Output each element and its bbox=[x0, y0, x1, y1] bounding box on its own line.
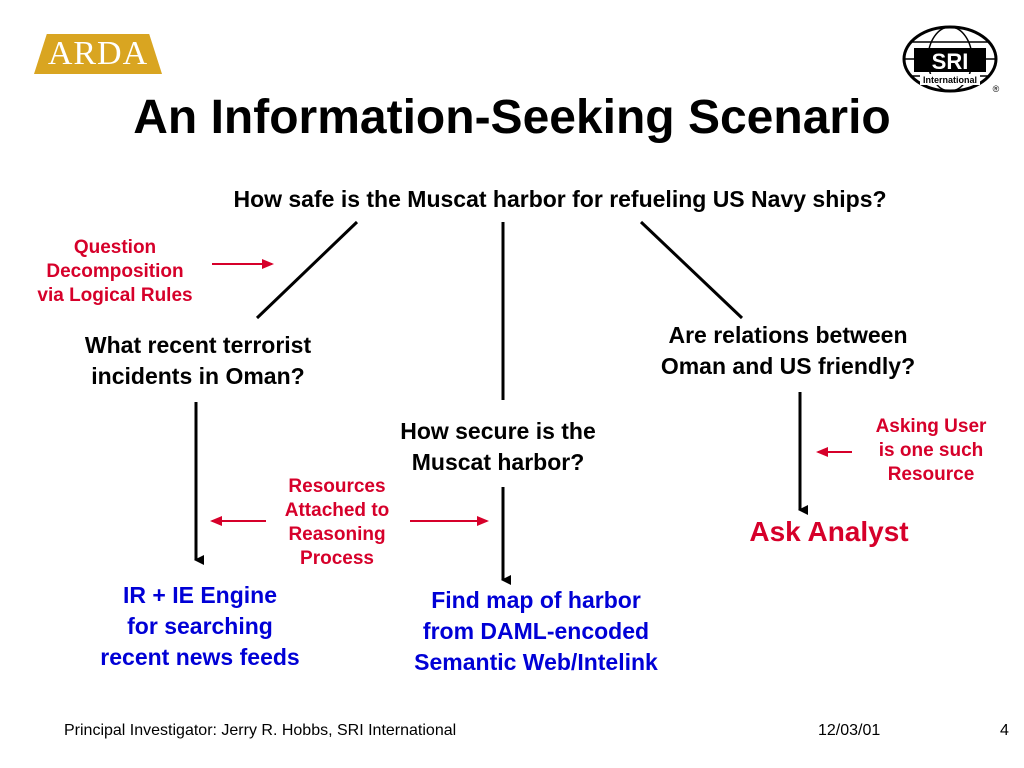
resource-line: Semantic Web/Intelink bbox=[414, 649, 658, 675]
subquestion-line: How secure is the bbox=[400, 418, 596, 444]
annotation-line: Decomposition bbox=[46, 261, 184, 282]
annotation-line: Asking User bbox=[875, 416, 987, 437]
annotation-asking-user: Asking User is one such Resource bbox=[852, 415, 1010, 487]
subquestion-oman-us-relations: Are relations between Oman and US friend… bbox=[618, 320, 958, 382]
annotation-line: Resource bbox=[887, 464, 975, 485]
annotation-resources-attached: Resources Attached to Reasoning Process bbox=[262, 475, 412, 571]
annotation-question-decomposition: Question Decomposition via Logical Rules bbox=[10, 236, 220, 308]
sri-logo: SRI International ® bbox=[902, 25, 1000, 94]
resource-line: recent news feeds bbox=[100, 644, 300, 670]
subquestion-harbor-security: How secure is the Muscat harbor? bbox=[358, 416, 638, 478]
annotation-line: via Logical Rules bbox=[37, 285, 193, 306]
registered-mark: ® bbox=[993, 84, 1000, 94]
resource-line: Find map of harbor bbox=[431, 587, 641, 613]
main-question: How safe is the Muscat harbor for refuel… bbox=[233, 186, 887, 212]
decomposition-line-left bbox=[255, 220, 359, 320]
arda-logo: ARDA bbox=[34, 34, 162, 74]
annotation-line: Attached to bbox=[284, 500, 390, 521]
resource-line: from DAML-encoded bbox=[422, 618, 650, 644]
annotation-line: Question bbox=[73, 237, 157, 258]
resource-ask-analyst: Ask Analyst bbox=[749, 516, 909, 547]
footer-date: 12/03/01 bbox=[818, 722, 881, 739]
annotation-line: is one such bbox=[878, 440, 984, 461]
sri-logo-subtext: International bbox=[923, 75, 977, 85]
subquestion-line: Are relations between bbox=[668, 322, 908, 348]
slide-title: An Information-Seeking Scenario bbox=[133, 91, 891, 144]
annotation-line: Reasoning bbox=[288, 524, 386, 545]
resource-ir-ie-engine: IR + IE Engine for searching recent news… bbox=[60, 580, 340, 673]
annotation-line: Resources bbox=[288, 476, 386, 497]
annotation-line: Process bbox=[300, 548, 374, 569]
subquestion-line: incidents in Oman? bbox=[91, 363, 305, 389]
resource-find-map: Find map of harbor from DAML-encoded Sem… bbox=[366, 585, 706, 678]
resource-line: for searching bbox=[127, 613, 273, 639]
sri-logo-text: SRI bbox=[932, 49, 969, 74]
subquestion-line: Oman and US friendly? bbox=[660, 353, 916, 379]
subquestion-line: Muscat harbor? bbox=[411, 449, 585, 475]
decomposition-line-right bbox=[639, 220, 744, 320]
subquestion-terrorist-incidents: What recent terrorist incidents in Oman? bbox=[40, 330, 356, 392]
footer-page-number: 4 bbox=[1000, 722, 1009, 739]
subquestion-line: What recent terrorist bbox=[84, 332, 312, 358]
footer-investigator: Principal Investigator: Jerry R. Hobbs, … bbox=[64, 722, 457, 739]
resource-line: IR + IE Engine bbox=[122, 582, 277, 608]
